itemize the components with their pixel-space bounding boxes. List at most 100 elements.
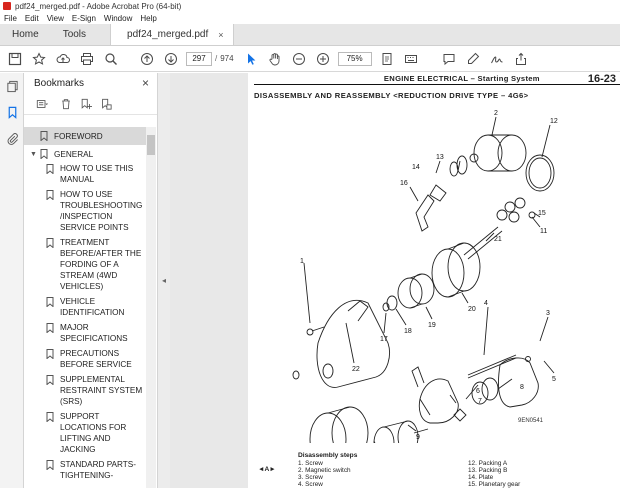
upload-cloud-icon[interactable] [54,50,72,68]
previous-page-icon[interactable] [138,50,156,68]
service-point-mark: ◄A► [258,466,276,473]
callout-6: 6 [476,388,480,395]
bookmarks-toolbar [24,93,157,115]
lever-part [415,194,435,232]
bookmarks-panel-header: Bookmarks × [24,73,157,93]
bookmark-vehicle-identification[interactable]: VEHICLE IDENTIFICATION [24,296,146,318]
zoom-in-icon[interactable] [314,50,332,68]
main-toolbar: 297 / 974 75% [0,46,620,72]
print-icon[interactable] [78,50,96,68]
zoom-level-select[interactable]: 75% [337,51,372,66]
keyboard-icon[interactable] [402,50,420,68]
comment-icon[interactable] [440,50,458,68]
search-icon[interactable] [102,50,120,68]
select-cursor-icon[interactable] [242,50,260,68]
next-page-icon[interactable] [162,50,180,68]
highlight-pen-icon[interactable] [464,50,482,68]
menu-esign[interactable]: E-Sign [71,13,96,23]
menu-bar: File Edit View E-Sign Window Help [0,12,620,24]
close-panel-icon[interactable]: × [141,76,149,90]
options-menu-icon[interactable] [34,96,50,112]
bookmark-flag-icon [46,323,54,333]
steps-title: Disassembly steps [298,452,358,459]
bookmark-star-icon[interactable] [30,50,48,68]
menu-file[interactable]: File [4,13,17,23]
bookmark-label: GENERAL [54,149,94,159]
bookmarks-panel-icon[interactable] [0,99,24,125]
step-item: 15. Planetary gear [468,481,521,488]
bookmark-flag-icon [40,149,48,159]
bookmark-label: VEHICLE IDENTIFICATION [60,297,125,317]
bookmark-flag-icon [40,131,48,141]
tab-home[interactable]: Home [12,29,39,40]
document-heading: DISASSEMBLY AND REASSEMBLY <REDUCTION DR… [254,91,529,100]
bookmark-flag-icon [46,349,54,359]
delete-bookmark-icon[interactable] [58,96,74,112]
bookmark-precautions[interactable]: PRECAUTIONS BEFORE SERVICE [24,348,146,370]
attachments-paperclip-icon[interactable] [0,125,24,151]
callout-21: 21 [494,236,502,243]
bookmarks-scrollbar[interactable] [146,127,156,488]
planetary-gears-part [496,197,526,223]
save-icon[interactable] [6,50,24,68]
internal-gear-part [431,242,481,298]
bookmark-label: HOW TO USE THIS MANUAL [60,164,134,184]
callout-3: 3 [546,310,550,317]
callout-12: 12 [550,118,558,125]
bookmark-major-specifications[interactable]: MAJOR SPECIFICATIONS [24,322,146,344]
bookmark-lifting-jacking[interactable]: SUPPORT LOCATIONS FOR LIFTING AND JACKIN… [24,411,146,455]
page-fit-icon[interactable] [378,50,396,68]
bookmark-label: MAJOR SPECIFICATIONS [60,323,128,343]
callout-11: 11 [540,228,547,235]
bookmark-fording-treatment[interactable]: TREATMENT BEFORE/AFTER THE FORDING OF A … [24,237,146,292]
tab-document[interactable]: pdf24_merged.pdf × [110,24,235,45]
page-number-input[interactable]: 297 [186,51,212,66]
bookmark-flag-icon [46,190,54,200]
page-number: 16-23 [587,73,616,85]
bookmark-troubleshooting[interactable]: HOW TO USE TROUBLESHOOTING /INSPECTION S… [24,189,146,233]
bookmark-label: SUPPLEMENTAL RESTRAINT SYSTEM (SRS) [60,375,143,406]
bookmark-label: PRECAUTIONS BEFORE SERVICE [60,349,132,369]
window-title: pdf24_merged.pdf - Adobe Acrobat Pro (64… [15,1,182,11]
step-item: 13. Packing B [468,467,508,474]
menu-help[interactable]: Help [140,13,157,23]
expand-bookmark-icon[interactable] [98,96,114,112]
bookmark-foreword[interactable]: FOREWORD [24,127,146,145]
bookmark-standard-parts[interactable]: STANDARD PARTS-TIGHTENING- [24,459,146,481]
sign-icon[interactable] [488,50,506,68]
tab-tools[interactable]: Tools [62,29,87,40]
bookmark-how-to-use-manual[interactable]: HOW TO USE THIS MANUAL [24,163,146,185]
callout-20: 20 [468,306,476,313]
callout-14: 14 [412,164,420,171]
new-bookmark-icon[interactable] [78,96,94,112]
callout-5: 5 [552,376,556,383]
tab-document-label: pdf24_merged.pdf [127,29,209,40]
yoke-part [309,406,369,443]
step-item: 12. Packing A [468,460,508,467]
tab-close-icon[interactable]: × [218,29,224,40]
hand-tool-icon[interactable] [266,50,284,68]
page-thumbnails-icon[interactable] [0,73,24,99]
bookmark-flag-icon [46,297,54,307]
left-navigation-rail [0,73,24,488]
step-item: 4. Screw [298,481,323,488]
bookmarks-panel: Bookmarks × FOREWORD ▼ GENERAL HOW TO US… [24,73,158,488]
callout-19: 19 [428,322,436,329]
zoom-out-icon[interactable] [290,50,308,68]
share-icon[interactable] [512,50,530,68]
collapse-panel-handle[interactable]: ◂ [158,73,170,488]
callout-17: 17 [380,336,388,343]
chevron-down-icon[interactable]: ▼ [30,150,37,158]
bookmarks-list: FOREWORD ▼ GENERAL HOW TO USE THIS MANUA… [24,127,146,488]
screw-part [311,326,325,332]
step-item: 3. Screw [298,474,323,481]
callout-16: 16 [400,180,408,187]
menu-edit[interactable]: Edit [24,13,39,23]
menu-view[interactable]: View [46,13,64,23]
packing-ring-part [525,154,555,192]
callout-8: 8 [520,384,524,391]
menu-window[interactable]: Window [103,13,133,23]
bookmark-srs[interactable]: SUPPLEMENTAL RESTRAINT SYSTEM (SRS) [24,374,146,407]
scrollbar-thumb[interactable] [147,135,155,155]
bookmark-general[interactable]: ▼ GENERAL [24,145,146,163]
